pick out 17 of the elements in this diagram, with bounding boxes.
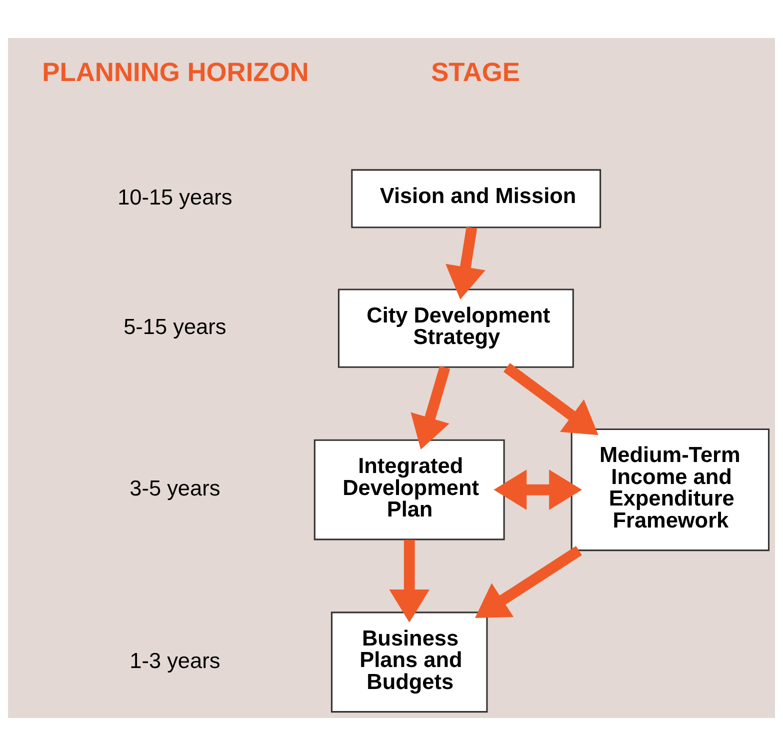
label: STAGE [431, 56, 520, 86]
label: PLANNING HORIZON [42, 56, 309, 86]
arrow [446, 226, 486, 300]
label: 1-3 years [130, 647, 220, 672]
arrow [494, 469, 582, 510]
arrow [389, 539, 430, 622]
label: 3-5 years [130, 475, 220, 500]
node-box: City Development Strategy [338, 288, 574, 368]
label: 5-15 years [124, 314, 226, 339]
arrow [503, 362, 598, 435]
node-box: Integrated Development Plan [314, 438, 505, 540]
arrow [475, 545, 582, 618]
node-box: Business Plans and Budgets [330, 611, 488, 712]
label: 10-15 years [118, 184, 232, 209]
node-box: Vision and Mission [351, 168, 602, 228]
arrow [410, 365, 450, 450]
node-box: Medium-Term Income and Expenditure Framework [570, 428, 770, 551]
